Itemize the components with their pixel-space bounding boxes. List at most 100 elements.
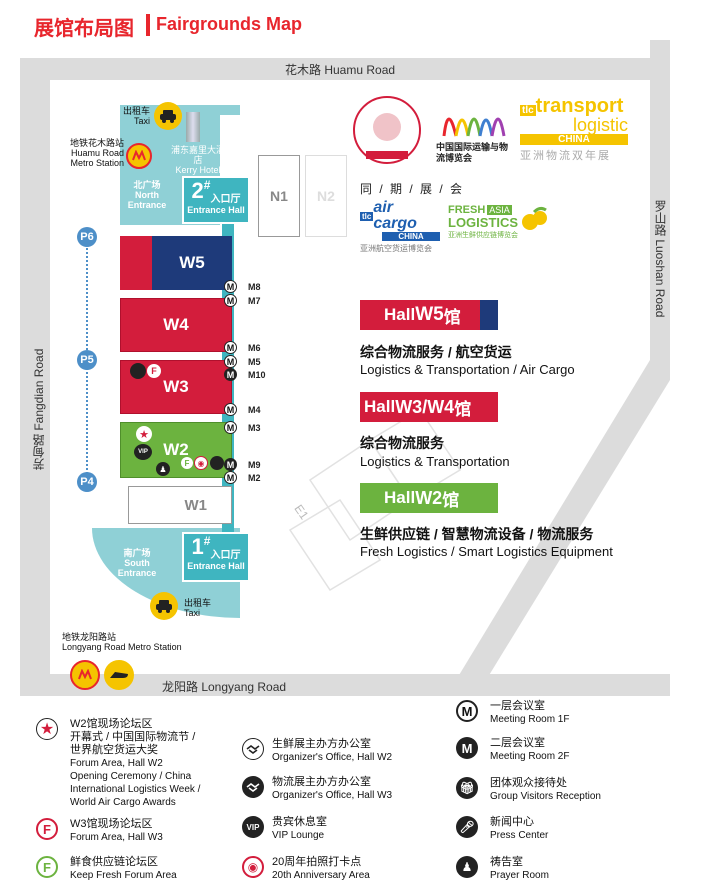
legend-fresh-forum-icon: F bbox=[36, 856, 58, 878]
road-bottom-label: 龙阳路 Longyang Road bbox=[162, 680, 287, 694]
parking-p6[interactable]: P6 bbox=[77, 227, 97, 247]
legend-forum-w2: W2馆现场论坛区开幕式 / 中国国际物流节 /世界航空货运大奖 Forum Ar… bbox=[70, 718, 201, 808]
concurrent-events-label: 同 / 期 / 展 / 会 bbox=[360, 182, 465, 196]
tl-mascot-logo bbox=[353, 96, 421, 164]
hall-w5-desc-cn: 综合物流服务 / 航空货运 bbox=[360, 344, 512, 360]
hall-n2[interactable]: N2 bbox=[305, 155, 347, 237]
hotel-icon bbox=[186, 112, 200, 142]
parking-p4[interactable]: P4 bbox=[77, 472, 97, 492]
meeting-room-m8-icon[interactable]: M bbox=[224, 280, 237, 293]
metro-icon-north bbox=[126, 143, 152, 169]
w3-forum-icon: F bbox=[146, 363, 162, 379]
hall-w2-desc-cn: 生鲜供应链 / 智慧物流设备 / 物流服务 bbox=[360, 526, 594, 542]
entrance-hall-1-cn: 入口厅 bbox=[210, 550, 241, 561]
hall-w3w4-badge: Hall W3/W4 馆 bbox=[360, 392, 498, 422]
meeting-room-m5-label: M5 bbox=[248, 357, 261, 367]
hall-w5-desc-en: Logistics & Transportation / Air Cargo bbox=[360, 362, 575, 377]
tl-cn-name: 中国国际运输与物流博览会 bbox=[436, 142, 509, 163]
road-diagonal bbox=[450, 360, 670, 690]
air-cargo-logo: tlc air cargo CHINA 亚洲航空货运博览会 bbox=[360, 200, 440, 254]
legend-meeting-2f-icon: M bbox=[456, 737, 478, 759]
road-right bbox=[650, 40, 670, 375]
meeting-room-m2-icon[interactable]: M bbox=[224, 471, 237, 484]
meeting-room-m3-label: M3 bbox=[248, 423, 261, 433]
legend-forum-w3-icon: F bbox=[36, 818, 58, 840]
fresh-logistics-logo: FRESH ASIA LOGISTICS 亚洲生鲜供应链博览会 bbox=[448, 204, 519, 239]
hall-w5[interactable]: W5 bbox=[120, 236, 232, 290]
legend-meeting-1f-icon: M bbox=[456, 700, 478, 722]
metro-icon-south bbox=[70, 660, 100, 690]
road-right-label: 罗山路 Luoshan Road bbox=[653, 200, 667, 318]
hall-w1[interactable]: W1 bbox=[128, 486, 232, 524]
legend-press-icon: 🎤︎ bbox=[456, 816, 478, 838]
entrance-hall-2-en: Entrance Hall bbox=[187, 205, 245, 215]
meeting-room-m7-icon[interactable]: M bbox=[224, 294, 237, 307]
entrance-hall-2[interactable]: 2 # 入口厅 Entrance Hall bbox=[182, 176, 250, 224]
meeting-room-m10-icon[interactable]: M bbox=[224, 368, 237, 381]
road-bottom bbox=[20, 674, 670, 696]
meeting-room-m6-label: M6 bbox=[248, 343, 261, 353]
maglev-icon bbox=[104, 660, 134, 690]
taxi-icon-north bbox=[154, 102, 182, 130]
meeting-room-m7-label: M7 bbox=[248, 296, 261, 306]
hall-w3w4-desc-cn: 综合物流服务 bbox=[360, 435, 444, 451]
meeting-room-m4-icon[interactable]: M bbox=[224, 403, 237, 416]
hall-w5-label: W5 bbox=[152, 236, 232, 290]
legend-star-icon: ★ bbox=[36, 718, 58, 740]
transport-logistic-logo: tlc transport logistic CHINA 亚洲物流双年展 bbox=[520, 95, 628, 162]
road-left-label: 芳甸路 Fangdian Road bbox=[32, 348, 46, 470]
road-top bbox=[20, 58, 670, 80]
meeting-room-m5-icon[interactable]: M bbox=[224, 355, 237, 368]
meeting-room-m3-icon[interactable]: M bbox=[224, 421, 237, 434]
meeting-room-m9-icon[interactable]: M bbox=[224, 458, 237, 471]
meeting-room-m8-label: M8 bbox=[248, 282, 261, 292]
legend-handshake-w3-icon bbox=[242, 776, 264, 798]
w2-vip-icon: VIP bbox=[134, 444, 152, 460]
entrance-hall-1-en: Entrance Hall bbox=[187, 561, 245, 571]
hall-w4[interactable]: W4 bbox=[120, 298, 232, 352]
entrance-hall-1[interactable]: 1 # 入口厅 Entrance Hall bbox=[182, 532, 250, 582]
parking-p5[interactable]: P5 bbox=[77, 350, 97, 370]
legend-vip-icon: VIP bbox=[242, 816, 264, 838]
w2-star-icon: ★ bbox=[136, 426, 152, 442]
hall-w2-badge: Hall W2 馆 bbox=[360, 483, 498, 513]
road-left bbox=[20, 58, 50, 696]
hall-w3[interactable]: W3 bbox=[120, 360, 232, 414]
w2-handshake-icon bbox=[210, 456, 224, 470]
entrance-hall-2-cn: 入口厅 bbox=[210, 194, 241, 205]
hall-w5-badge: Hall W5 馆 bbox=[360, 300, 498, 330]
hall-n1[interactable]: N1 bbox=[258, 155, 300, 237]
taxi-icon-south bbox=[150, 592, 178, 620]
meeting-room-m4-label: M4 bbox=[248, 405, 261, 415]
meeting-room-m10-label: M10 bbox=[248, 370, 266, 380]
meeting-room-m6-icon[interactable]: M bbox=[224, 341, 237, 354]
meeting-room-m2-label: M2 bbox=[248, 473, 261, 483]
meeting-room-m9-label: M9 bbox=[248, 460, 261, 470]
title-divider bbox=[146, 14, 150, 36]
hall-w3w4-desc-en: Logistics & Transportation bbox=[360, 454, 510, 469]
page-title-cn: 展馆布局图 bbox=[34, 18, 134, 40]
legend-prayer-icon: ♟ bbox=[456, 856, 478, 878]
entrance-hall-1-number: 1 bbox=[191, 534, 204, 559]
w3-handshake-icon bbox=[130, 363, 146, 379]
fresh-fruit-icon bbox=[522, 206, 547, 230]
tl-rings-logo bbox=[442, 117, 506, 137]
legend-camera-icon: ◉ bbox=[242, 856, 264, 878]
w2-fresh-forum-icon: F bbox=[180, 456, 194, 470]
w2-camera-icon: ◉ bbox=[194, 456, 208, 470]
legend-gift-icon: 🎁︎ bbox=[456, 777, 478, 799]
